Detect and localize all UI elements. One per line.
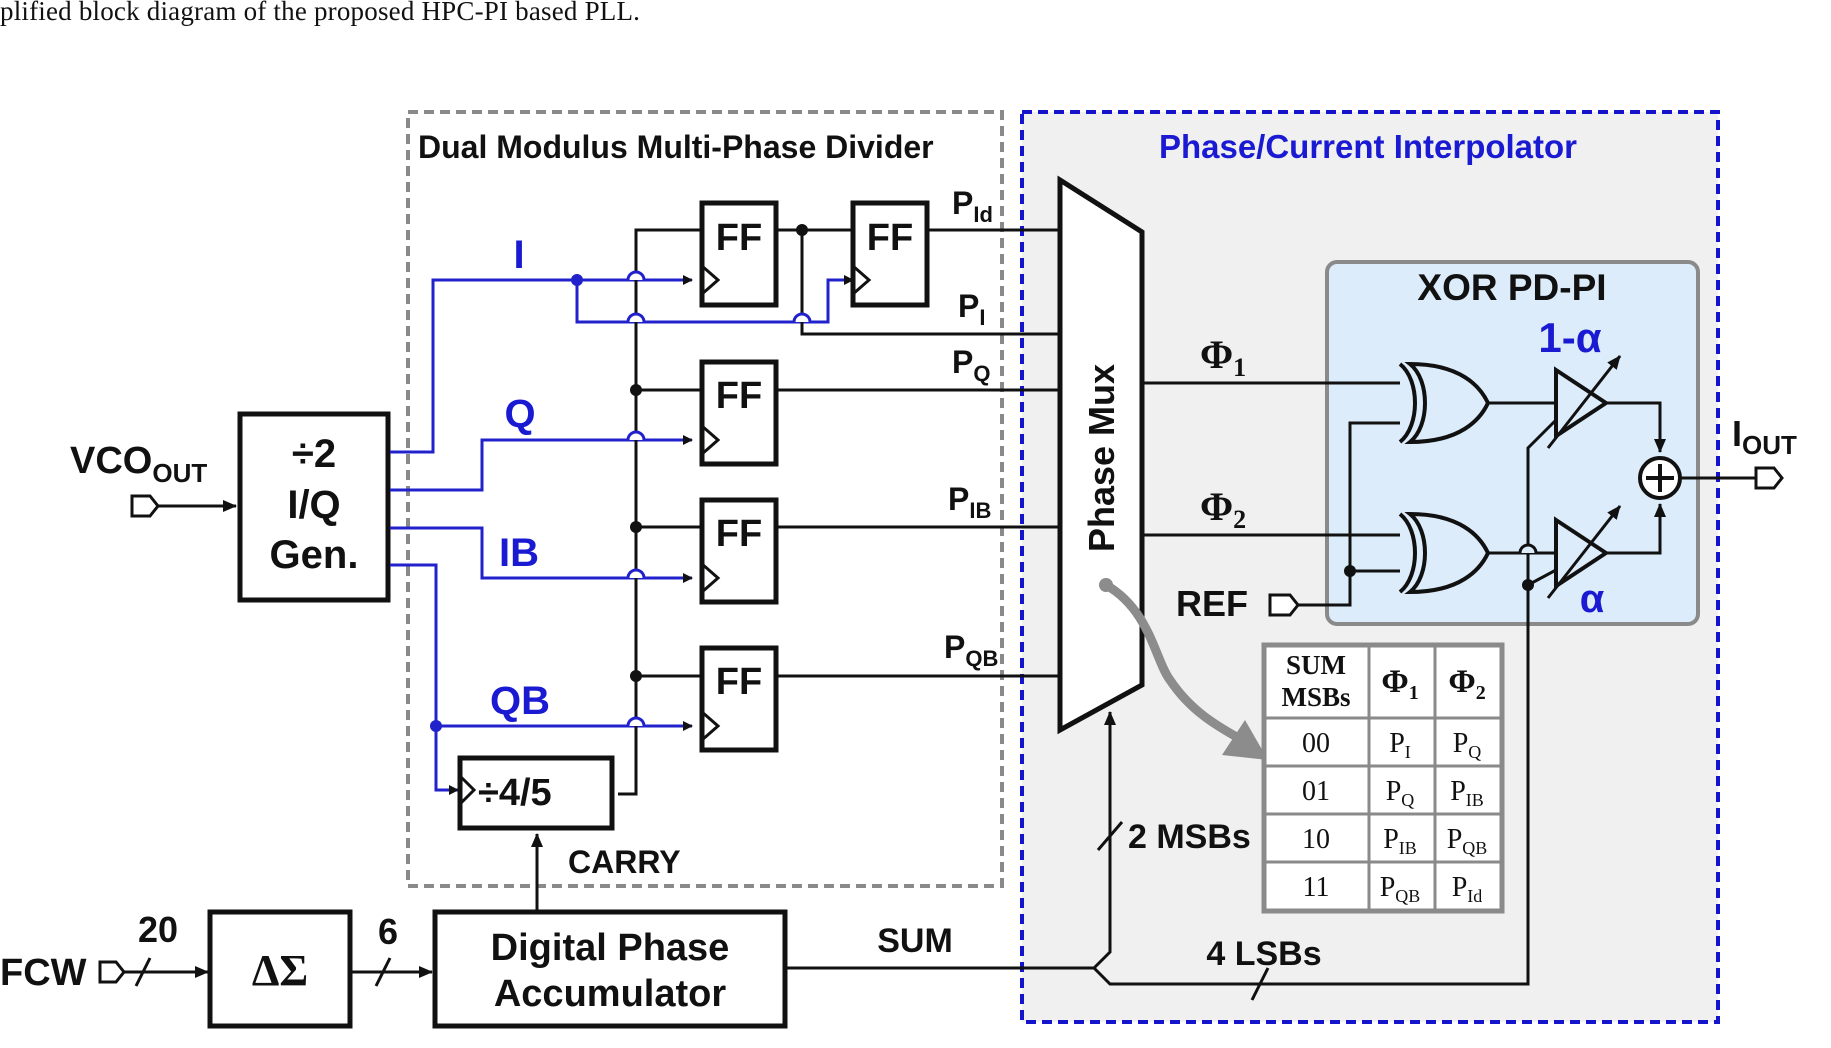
div45-block [457,755,615,831]
flip-flop-4: FF [699,497,779,605]
xor-pdpi-region [1325,260,1700,626]
table-cell: PQB [1447,824,1488,858]
label-q: Q [504,392,535,436]
table-cell: PIB [1383,824,1417,858]
label-one-minus-alpha: 1-α [1538,314,1601,361]
divider-title: Dual Modulus Multi-Phase Divider [418,129,934,165]
wire-qb [390,563,693,731]
label-p-i: PI [958,288,985,330]
label-bits-6: 6 [378,911,398,952]
iq-gen-text-2: I/Q [287,483,340,527]
divider-region [406,110,1004,888]
table-cell: PQB [1380,872,1421,906]
xor-gate-2 [1398,511,1491,595]
phase-mux-text: Phase Mux [1081,364,1122,552]
iq-generator-block [237,411,391,603]
table-code-11: 11 [1303,872,1330,903]
svg-text:FF: FF [716,217,762,259]
flip-flop-1: FF [699,200,779,308]
label-alpha: α [1580,577,1605,621]
delta-sigma-block [207,909,353,1029]
label-iout: IOUT [1732,413,1797,460]
table-code-01: 01 [1302,776,1330,807]
iq-gen-text-3: Gen. [270,533,359,577]
table-cell: PI [1389,728,1411,762]
ref-input-port [1268,593,1300,617]
vco-input-port [130,494,160,518]
label-p-q: PQ [952,344,990,386]
iq-gen-text-1: ÷2 [292,432,336,476]
mux-mapping-table: SUM MSBs Φ1 Φ2 00 PI PQ 01 PQ PIB 10 PIB… [1261,642,1505,914]
delta-sigma-text: ΔΣ [252,946,308,995]
label-ref: REF [1176,583,1248,624]
label-bits-20: 20 [138,909,178,950]
table-code-00: 00 [1302,728,1330,759]
svg-text:FF: FF [716,513,762,555]
label-2-msbs: 2 MSBs [1128,818,1251,856]
label-sum: SUM [877,922,953,960]
interpolator-title: Phase/Current Interpolator [1159,128,1577,165]
svg-text:FF: FF [716,375,762,417]
label-p-id: PId [952,185,993,227]
table-header-phi1: Φ1 [1381,664,1418,704]
iout-output-port [1754,466,1784,490]
label-carry: CARRY [568,844,681,880]
flip-flop-2: FF [850,200,930,308]
table-header-phi2: Φ2 [1448,664,1485,704]
svg-text:FF: FF [867,217,913,259]
wire-ib [390,526,693,583]
xor-pdpi-title: XOR PD-PI [1417,267,1606,308]
label-phi1: Φ1 [1200,332,1246,382]
flip-flop-5: FF [699,645,779,753]
label-4-lsbs: 4 LSBs [1206,935,1321,973]
table-cell: PQ [1386,776,1415,810]
svg-text:FF: FF [716,661,762,703]
label-phi2: Φ2 [1200,484,1246,534]
label-p-ib: PIB [948,481,991,523]
div45-text: ÷4/5 [478,772,552,814]
figure-caption: plified block diagram of the proposed HP… [0,0,641,26]
table-cell: PQ [1453,728,1482,762]
accumulator-text-1: Digital Phase [491,927,730,969]
label-i: I [513,233,524,277]
table-code-10: 10 [1302,824,1330,855]
fcw-input-port [98,960,126,984]
wire-i [390,275,693,454]
accumulator-text-2: Accumulator [494,973,726,1015]
adder [1638,456,1682,500]
wire-q [390,435,693,492]
table-cell: PId [1452,872,1483,906]
label-fcw: FCW [0,952,87,994]
label-ib: IB [499,531,539,575]
label-p-qb: PQB [944,629,998,671]
table-header-msbs: MSBs [1281,682,1350,712]
vco-out-label: VCOOUT [70,440,207,488]
xor-gate-1 [1398,361,1491,445]
label-qb: QB [490,679,550,723]
table-header-sum: SUM [1286,650,1346,680]
flip-flop-3: FF [699,359,779,467]
table-cell: PIB [1450,776,1484,810]
